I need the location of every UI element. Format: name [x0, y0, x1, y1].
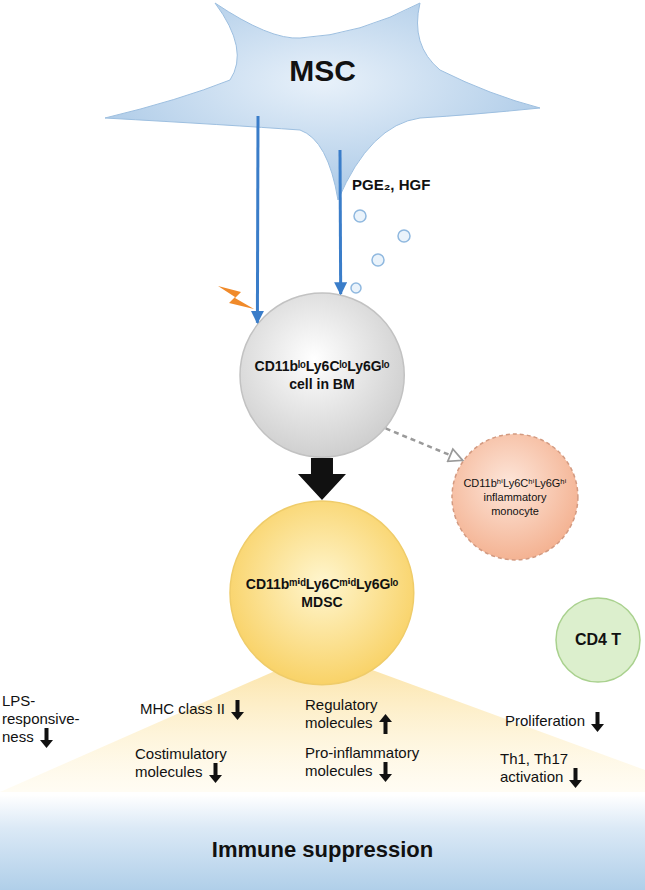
node-text: CD11bᵐⁱᵈLy6CᵐⁱᵈLy6Gˡᵒ MDSC [237, 575, 407, 611]
node-text: CD11bˡᵒLy6CˡᵒLy6Gˡᵒ cell in BM [247, 357, 397, 393]
vesicle [351, 283, 361, 293]
effect-label: Pro-inflammatory molecules [305, 744, 443, 782]
effect-label: LPS- responsive- ness [2, 692, 94, 748]
node-text: CD4 T [575, 630, 621, 650]
change-arrow-shape [379, 714, 392, 734]
change-arrow [591, 712, 604, 732]
change-arrow-shape [40, 728, 53, 748]
vesicle [398, 230, 410, 242]
vesicle [354, 210, 366, 222]
change-arrow [379, 714, 392, 734]
effect-label: Regulatory molecules [305, 696, 417, 734]
change-arrow [379, 762, 392, 782]
cell-outline [239, 292, 405, 458]
effect-text: Regulatory molecules [305, 696, 378, 731]
msc-cell: MSC [100, 0, 545, 215]
mdsc-circle: CD11bᵐⁱᵈLy6CᵐⁱᵈLy6Gˡᵒ MDSC [229, 500, 415, 686]
msc-star-shape [105, 3, 540, 200]
cell-body [230, 501, 414, 685]
cell-body [240, 293, 404, 457]
effect-text: LPS- responsive- ness [2, 692, 80, 745]
change-arrow [231, 700, 244, 720]
secreted-vesicles [351, 210, 410, 293]
cd4-t-cell: CD4 T [555, 597, 641, 683]
effect-text: Pro-inflammatory molecules [305, 744, 419, 779]
cell-outline [229, 500, 415, 686]
node-text: MSC [289, 52, 356, 90]
effect-label: Th1, Th17 activation [500, 750, 600, 788]
change-arrow-shape [231, 700, 244, 720]
change-arrow-shape [379, 762, 392, 782]
arrow-connector [256, 116, 260, 323]
node-text: Immune suppression [212, 836, 433, 864]
change-arrow [209, 763, 222, 783]
change-arrow [569, 768, 582, 788]
msc-star-outline [100, 0, 545, 215]
effect-text: MHC class II [140, 700, 225, 717]
effect-label: Proliferation [505, 712, 640, 732]
change-arrow-shape [209, 763, 222, 783]
effect-text: Costimulatory molecules [135, 745, 227, 780]
edge-label: PGE₂, HGF [352, 176, 430, 194]
effect-label: Costimulatory molecules [135, 745, 255, 783]
change-arrow-shape [591, 712, 604, 732]
change-arrow-shape [569, 768, 582, 788]
dashed-arrow [386, 428, 463, 460]
block-arrow [298, 458, 346, 500]
effect-label: MHC class II [140, 700, 290, 720]
node-text: CD11bʰⁱLy6CʰⁱLy6Gʰⁱ inflammatory monocyt… [461, 476, 569, 518]
vesicle [372, 254, 384, 266]
cell-body [452, 434, 578, 560]
effect-text: Th1, Th17 activation [500, 750, 568, 785]
outcome-band: Immune suppression [0, 795, 645, 890]
effect-text: Proliferation [505, 712, 585, 729]
lightning-bolt [218, 286, 254, 309]
monocyte-circle: CD11bʰⁱLy6CʰⁱLy6Gʰⁱ inflammatory monocyt… [451, 433, 579, 561]
change-arrow [40, 728, 53, 748]
cell-body [556, 598, 640, 682]
bm-cell-circle: CD11bˡᵒLy6CˡᵒLy6Gˡᵒ cell in BM [239, 292, 405, 458]
